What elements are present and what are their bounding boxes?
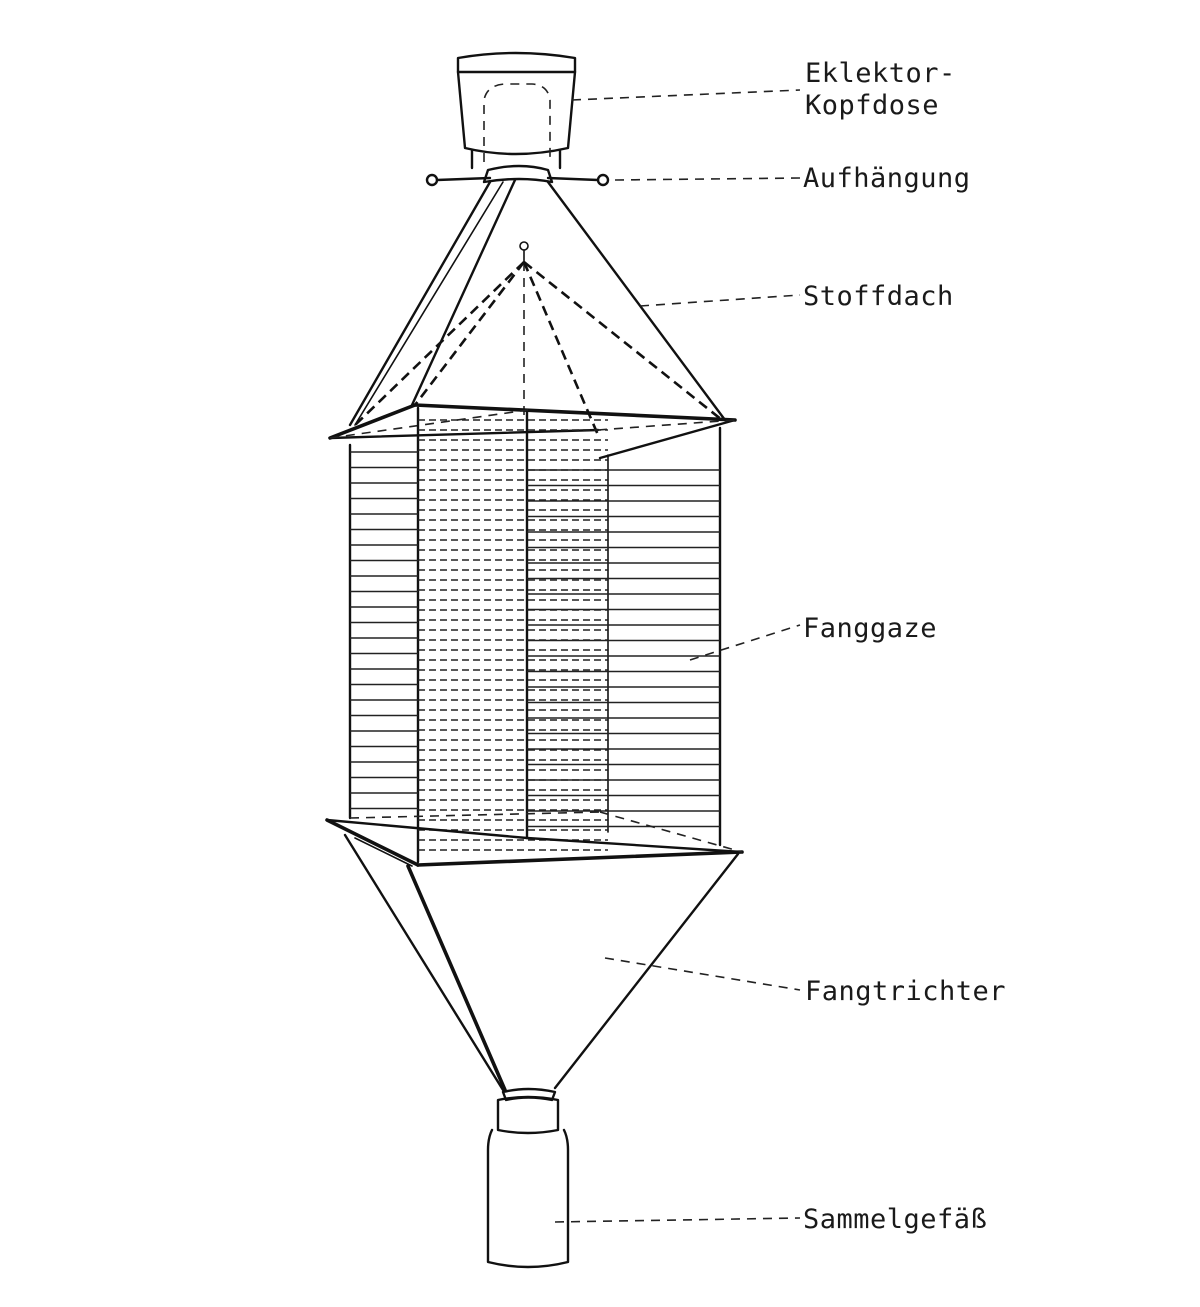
leader-sammelgefaess bbox=[554, 1217, 801, 1223]
leader-fanggaze bbox=[689, 624, 801, 661]
label-fanggaze: Fanggaze bbox=[803, 613, 937, 644]
upper-frame bbox=[328, 403, 737, 460]
leader-aufhaengung bbox=[614, 177, 801, 181]
suspension bbox=[425, 164, 610, 187]
label-stoffdach: Stoffdach bbox=[803, 281, 954, 312]
label-fangtrichter: Fangtrichter bbox=[805, 976, 1006, 1007]
label-aufhaengung: Aufhängung bbox=[803, 163, 971, 194]
gauze-lines-left bbox=[350, 451, 418, 810]
gauze-lines-right bbox=[527, 469, 720, 828]
leader-eklektor bbox=[571, 89, 801, 101]
head-box bbox=[456, 51, 577, 170]
leader-fangtrichter bbox=[604, 957, 801, 991]
leader-lines bbox=[554, 89, 801, 1223]
label-eklektor-line1: Eklektor- bbox=[805, 58, 956, 89]
funnel bbox=[343, 833, 740, 1092]
gauze-panels bbox=[348, 406, 722, 864]
collection-bottle bbox=[486, 1087, 570, 1269]
labels: Eklektor- Kopfdose Aufhängung Stoffdach … bbox=[803, 58, 1006, 1235]
label-eklektor-line2: Kopfdose bbox=[805, 90, 939, 121]
fabric-roof bbox=[348, 178, 727, 436]
lower-frame bbox=[325, 811, 744, 867]
leader-stoffdach bbox=[639, 294, 801, 307]
gauze-lines-center bbox=[418, 419, 608, 851]
label-sammelgefaess: Sammelgefäß bbox=[803, 1204, 987, 1235]
